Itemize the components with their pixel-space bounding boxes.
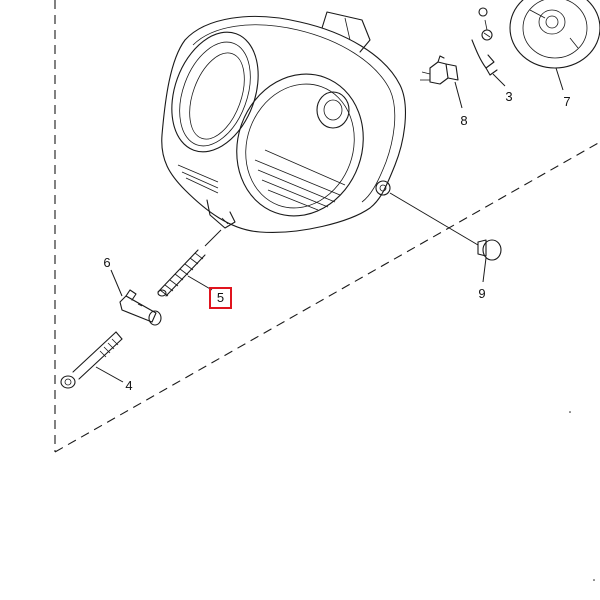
callout-5[interactable]: 5 <box>216 290 225 305</box>
assembly-boundary <box>54 0 600 453</box>
part-3-wire-clip <box>471 7 498 76</box>
callout-3: 3 <box>505 89 512 104</box>
leader-5 <box>187 275 213 291</box>
leader-3 <box>492 73 506 87</box>
leader-4 <box>95 366 124 383</box>
leader-9 <box>482 257 487 283</box>
part-9-plug <box>477 239 502 261</box>
callout-4: 4 <box>125 378 132 393</box>
callout-6: 6 <box>103 255 110 270</box>
part-7-rear-cover <box>509 0 600 69</box>
leader-6 <box>110 269 123 297</box>
leader-7 <box>555 67 564 91</box>
speck <box>569 411 571 413</box>
part-4-bolt <box>60 331 123 389</box>
callout-9: 9 <box>478 286 485 301</box>
leader-8 <box>454 81 463 109</box>
leader-5-housing <box>204 229 222 247</box>
speck <box>593 579 595 581</box>
callout-5-highlight-box[interactable] <box>209 287 232 309</box>
headlight-housing <box>161 11 406 233</box>
leader-9-housing <box>389 192 479 246</box>
callout-8: 8 <box>460 113 467 128</box>
part-6-adjuster <box>119 289 162 326</box>
part-8-bulb <box>420 55 459 85</box>
callout-7: 7 <box>563 94 570 109</box>
part-5-spring <box>157 249 206 297</box>
